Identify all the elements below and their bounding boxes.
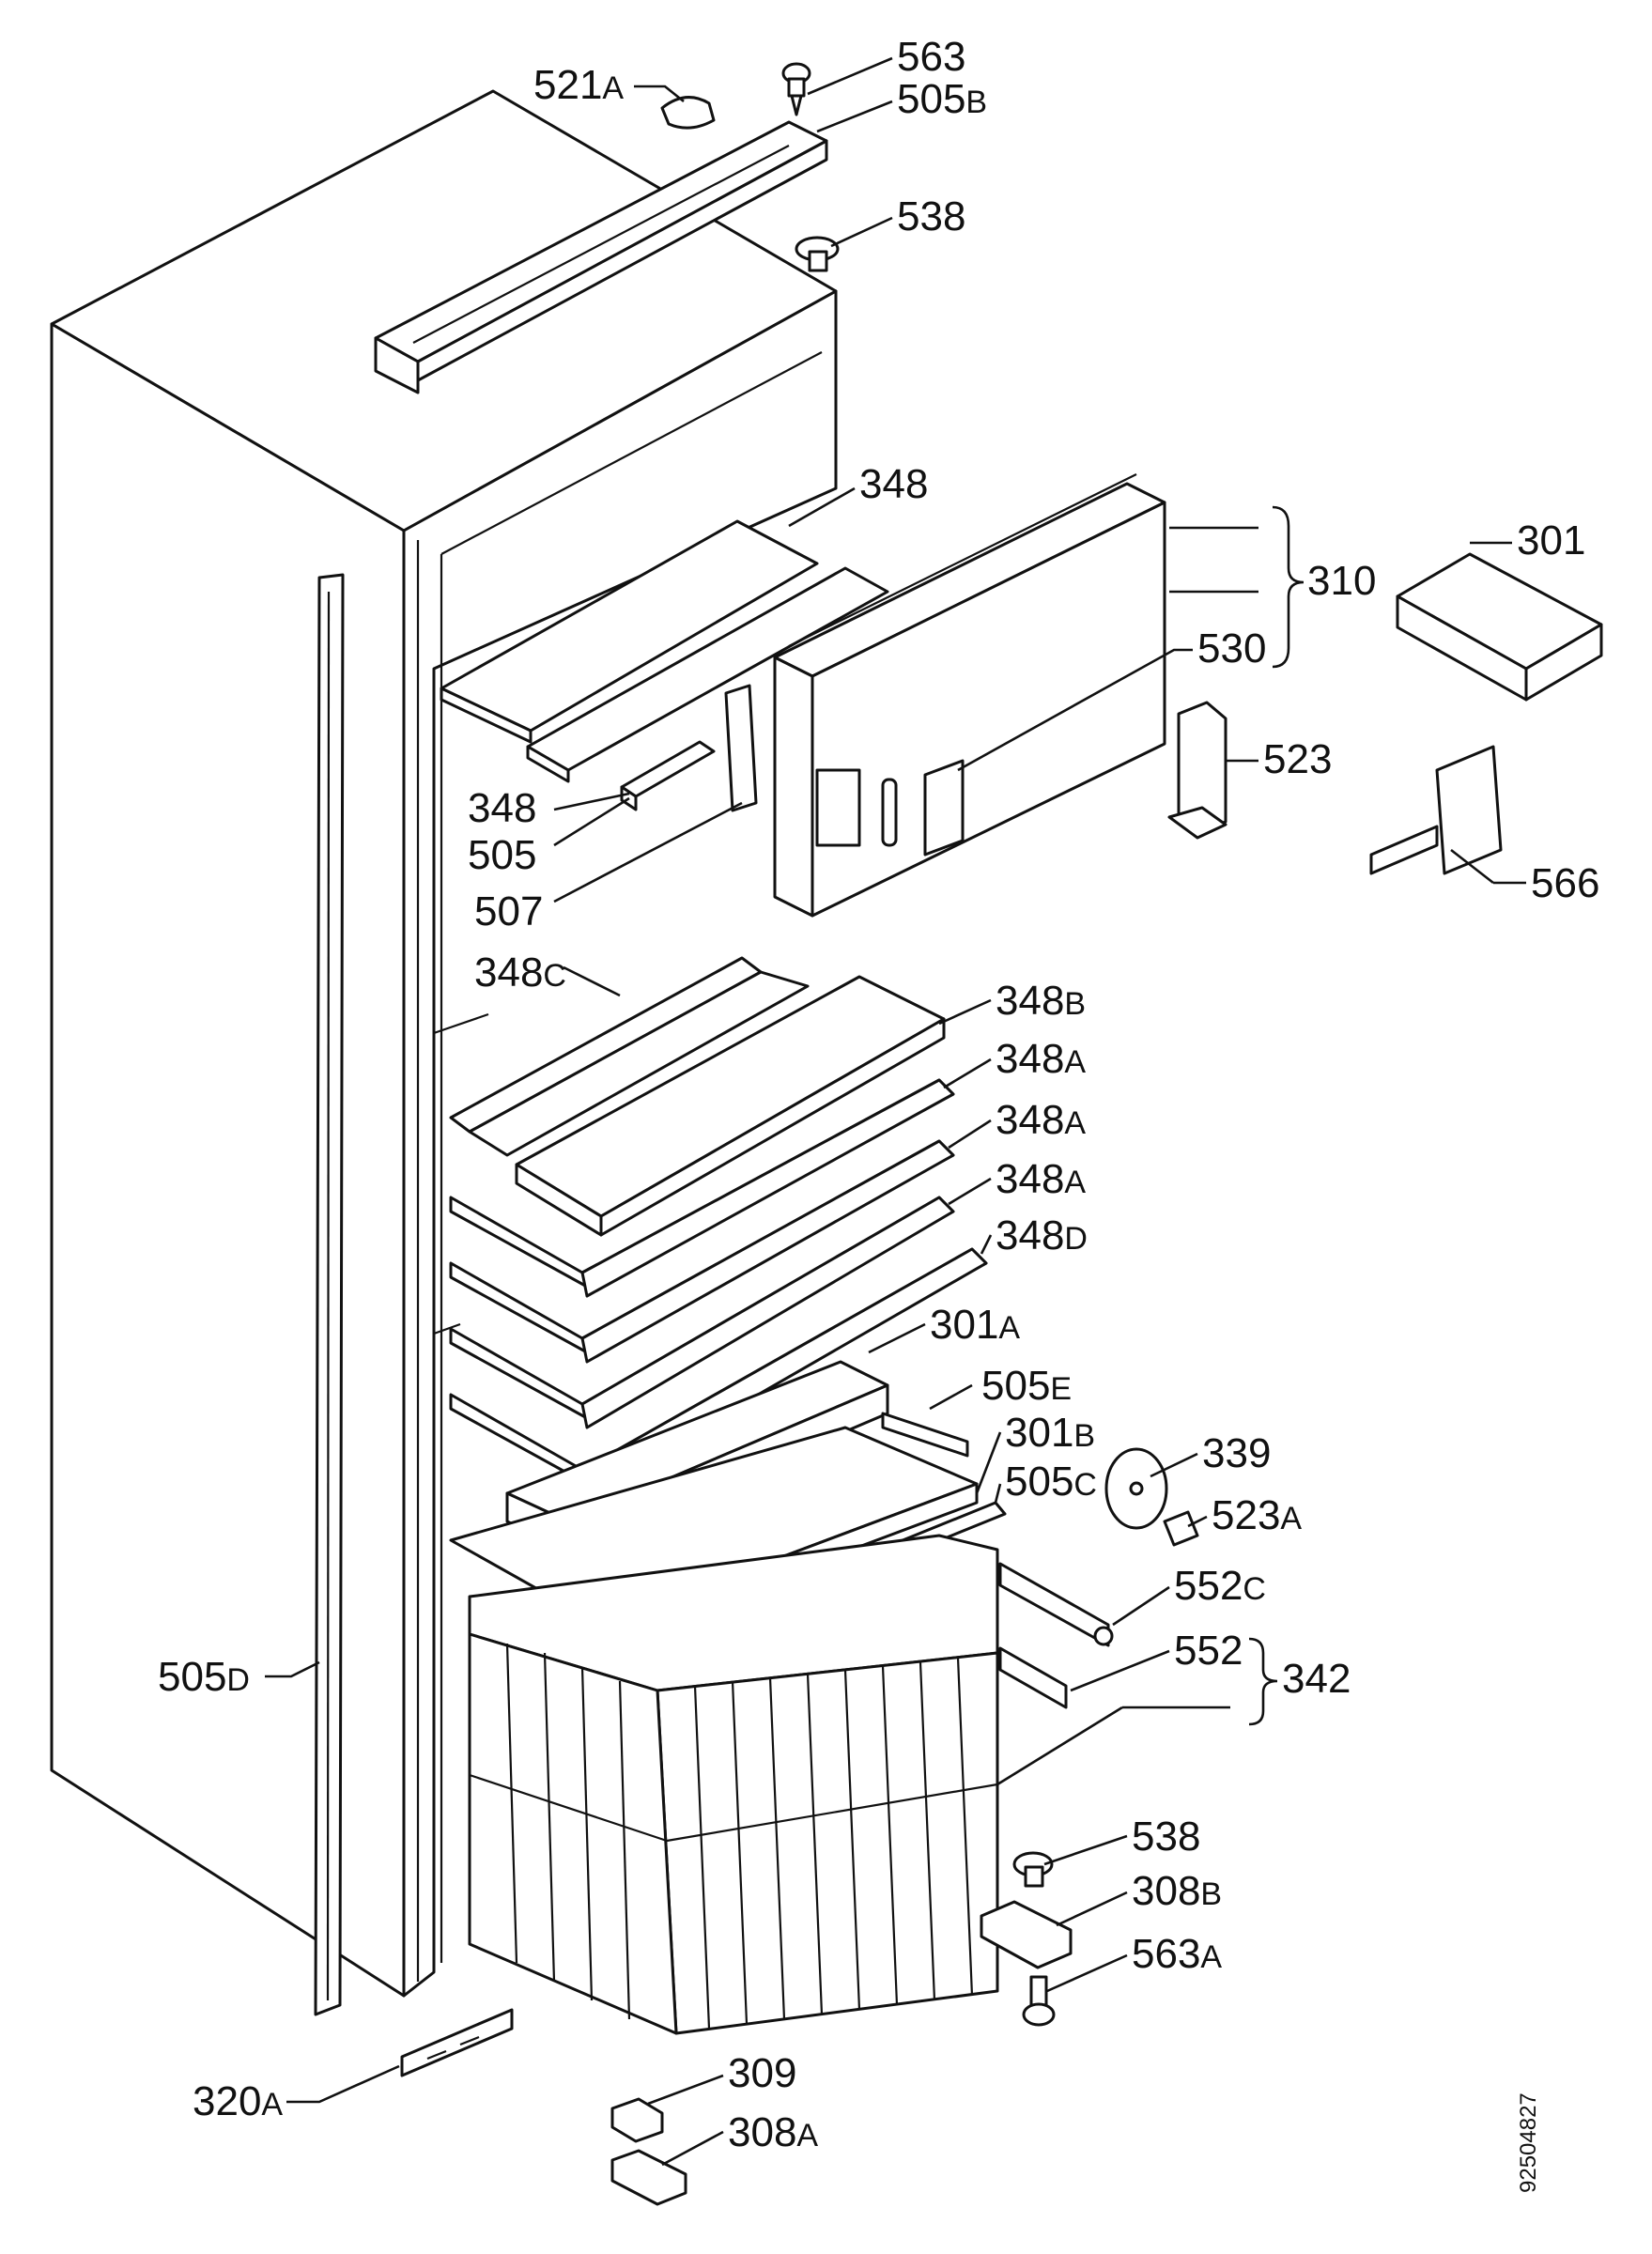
label-320A: 320A (193, 2078, 283, 2124)
shelf-348A-3 (449, 1196, 955, 1429)
label-530: 530 (1197, 625, 1266, 672)
top-rail-505B (374, 120, 828, 394)
freezer-shelf-348 (440, 519, 889, 783)
label-566: 566 (1531, 860, 1599, 906)
strip-505E (881, 1412, 969, 1458)
part-labels: 521A 563 505B 538 348 310 301 530 523 34… (158, 34, 1599, 2193)
base-grille-320A (400, 2008, 514, 2077)
hinge-308A (610, 2149, 687, 2206)
basket-vertical-wires (505, 1643, 974, 2030)
label-538-top: 538 (897, 193, 965, 239)
label-301A: 301A (930, 1302, 1020, 1348)
label-348A-2: 348A (996, 1097, 1086, 1143)
freezer-door-310 (773, 473, 1166, 918)
label-348A-1: 348A (996, 1036, 1086, 1082)
label-348-top: 348 (859, 461, 928, 507)
strip-505 (620, 740, 716, 811)
cap-521A (660, 96, 716, 130)
label-523: 523 (1263, 736, 1332, 782)
shelf-348B (515, 975, 946, 1237)
slide-rail-552 (998, 1646, 1068, 1709)
shelf-348C (449, 956, 810, 1157)
screw-563A (1022, 1975, 1056, 2027)
label-505D: 505D (158, 1654, 250, 1700)
label-552: 552 (1174, 1628, 1243, 1674)
label-563: 563 (897, 34, 965, 80)
latch-530 (881, 778, 898, 847)
label-301: 301 (1517, 517, 1585, 564)
label-538-bottom: 538 (1132, 1814, 1200, 1860)
leader-lines (265, 56, 1526, 2167)
door-seal-strip-505D (314, 573, 345, 2016)
label-505: 505 (468, 832, 536, 878)
shelf-348A-2 (449, 1139, 955, 1364)
label-309: 309 (728, 2050, 796, 2096)
cover-309 (610, 2097, 664, 2143)
label-342: 342 (1282, 1656, 1351, 1702)
label-308A: 308A (728, 2109, 818, 2155)
label-563A: 563A (1132, 1931, 1222, 1977)
shelf-348A-1 (449, 1078, 955, 1298)
hinge-bracket-523 (1167, 701, 1227, 840)
screw-563 (781, 62, 811, 116)
label-348A-3: 348A (996, 1156, 1086, 1202)
label-505B: 505B (897, 76, 987, 122)
label-505C: 505C (1005, 1459, 1097, 1505)
label-523A: 523A (1212, 1492, 1302, 1538)
clip-523A (1163, 1510, 1199, 1547)
label-348C: 348C (474, 949, 566, 996)
label-348D: 348D (996, 1212, 1088, 1258)
disc-339 (1104, 1447, 1168, 1530)
freezer-basket-342 (468, 1534, 999, 2035)
hinge-308B (980, 1900, 1073, 1969)
label-552C: 552C (1174, 1563, 1266, 1609)
ice-scraper-566 (1369, 745, 1503, 875)
label-348B: 348B (996, 978, 1086, 1024)
label-348-mid: 348 (468, 785, 536, 831)
label-339: 339 (1202, 1430, 1271, 1476)
label-507: 507 (474, 888, 543, 934)
hinge-pin-538-bottom (1012, 1851, 1054, 1888)
ice-tray-301 (1396, 552, 1603, 702)
label-521A: 521A (533, 62, 624, 108)
bracket-507 (724, 684, 758, 812)
label-301B: 301B (1005, 1410, 1095, 1456)
slide-rail-552C (998, 1562, 1114, 1647)
label-308B: 308B (1132, 1868, 1222, 1914)
label-505E: 505E (981, 1363, 1072, 1409)
label-310: 310 (1307, 558, 1376, 604)
hinge-pin-538-top (795, 236, 840, 272)
drawing-code: 92504827 (1516, 2092, 1541, 2193)
